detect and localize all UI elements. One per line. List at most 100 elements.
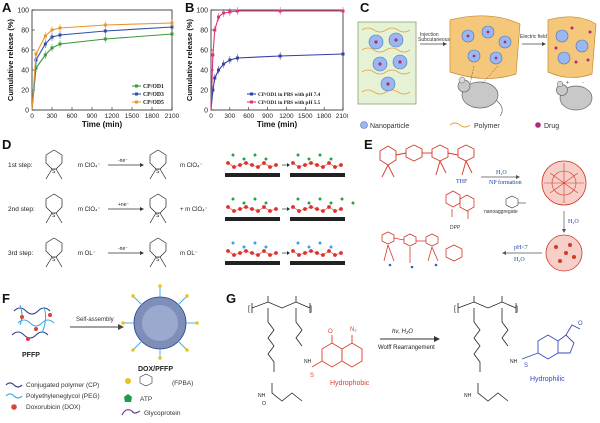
ion-dot (242, 157, 246, 161)
step-label: 1st step: (8, 162, 33, 169)
hydrophilic-label: Hydrophilic (530, 376, 565, 383)
panel-e-label: E (364, 137, 373, 152)
svg-text:]: ] (516, 306, 518, 313)
state-arrow-head (287, 251, 290, 255)
right-polymer (457, 296, 517, 402)
x-tick-label: 1200 (279, 113, 294, 120)
plot-frame (210, 9, 344, 111)
data-point (235, 9, 239, 13)
data-point (278, 54, 282, 58)
svg-text:O: O (262, 401, 266, 407)
panel-c-schematic: Injection Subcutaneous Electric field (357, 15, 597, 130)
arrow-label: -ne⁻ (118, 158, 128, 164)
x-axis-label: Time (min) (257, 120, 298, 129)
product-label: m OL⁻ (180, 251, 198, 257)
mouse-icon-right (556, 80, 593, 111)
arrow-head (140, 251, 144, 255)
y-tick-label: 40 (21, 68, 29, 75)
polymer-bead (274, 251, 278, 255)
data-point (278, 9, 282, 13)
legend-marker (250, 100, 253, 104)
data-point (217, 15, 221, 19)
electrode (225, 261, 280, 265)
pffp-chains (11, 304, 55, 339)
label-h2o-2: H₂O (568, 219, 579, 225)
x-tick-label: 300 (47, 113, 58, 120)
svg-text:]: ] (310, 306, 312, 313)
ion-dot (296, 153, 300, 157)
svg-text:[: [ (454, 306, 456, 313)
legend-glyco: Glycoprotein (144, 410, 181, 417)
y-tick-label: 60 (200, 48, 208, 55)
svg-text:NH: NH (258, 393, 266, 399)
svg-text:NH: NH (464, 393, 472, 399)
data-point (341, 52, 345, 56)
y-tick-label: 80 (200, 28, 208, 35)
label-h2o-1: H₂O (496, 170, 507, 176)
ion-dot (351, 201, 355, 205)
x-tick-label: 900 (87, 113, 98, 120)
panel-b-label: B (185, 0, 195, 15)
data-point (341, 9, 345, 13)
data-point (228, 10, 232, 14)
left-polymer (251, 296, 311, 402)
electrode (225, 173, 280, 177)
panel-g-label: G (226, 291, 237, 306)
x-tick-label: 600 (67, 113, 78, 120)
gel-polymer-lines (361, 27, 411, 95)
glycoprotein-icon (121, 409, 141, 416)
electrode (290, 261, 345, 265)
pedot-product (149, 237, 167, 268)
x-tick-label: 900 (262, 113, 273, 120)
legend-nanoparticle: Nanoparticle (370, 123, 409, 130)
x-tick-label: 1500 (125, 113, 140, 120)
polymer-bead (274, 207, 278, 211)
polymer-bead (339, 163, 343, 167)
data-point (211, 88, 215, 92)
product-label: m ClO₄⁻ (180, 163, 203, 169)
data-point (43, 34, 47, 38)
label-h2o-3: H₂O (514, 257, 525, 263)
svg-text:-: - (582, 80, 584, 86)
panel-d-scheme: 1st step:Sm ClO₄⁻-ne⁻Sm ClO₄⁻2nd step:Sm… (8, 149, 355, 268)
atom-label: S (52, 169, 56, 175)
edot-reactant (45, 193, 63, 224)
data-point (103, 29, 107, 33)
svg-text:S: S (310, 373, 314, 379)
atom-label: S (52, 213, 56, 219)
y-axis-label: Cumulative release (%) (185, 18, 194, 101)
ion-dot (253, 197, 257, 201)
legend-peg: Polyethyleneglycol (PEG) (26, 393, 100, 400)
reagent-label: m ClO₄⁻ (78, 207, 101, 213)
panel-c: C Injection Subcutaneous (350, 0, 600, 135)
x-axis-label: Time (min) (82, 120, 123, 129)
ion-dot (264, 245, 268, 249)
y-tick-label: 80 (21, 28, 29, 35)
ion-dot (318, 197, 322, 201)
legend-polymer: Polymer (474, 123, 500, 130)
ion-dot (318, 241, 322, 245)
indene-carboxylic-group (521, 324, 581, 360)
panel-e-scheme: H₂O NP formation THF DPP nanoaggregate H… (379, 144, 587, 272)
step-label: 3rd step: (8, 250, 33, 257)
legend-entry: CP/OD1 (143, 84, 164, 90)
pffp-name: PFFP (22, 352, 40, 359)
x-tick-label: 0 (30, 113, 34, 120)
data-point (43, 53, 47, 57)
plot-frame (31, 9, 173, 111)
diazonaphthoquinone-group (311, 335, 363, 368)
x-tick-label: 1800 (317, 113, 332, 120)
legend-marker (135, 92, 138, 96)
ion-dot (231, 197, 235, 201)
x-tick-label: 1500 (298, 113, 313, 120)
arrow-electric-label: Electric field (520, 34, 547, 40)
panel-c-label: C (360, 0, 370, 15)
ion-dot (264, 157, 268, 161)
data-point (50, 35, 54, 39)
pedot-product (149, 149, 167, 180)
arrow-head (140, 207, 144, 211)
legend-marker (135, 100, 138, 104)
arrow-label: +ne⁻ (118, 202, 129, 208)
data-point (34, 52, 38, 56)
